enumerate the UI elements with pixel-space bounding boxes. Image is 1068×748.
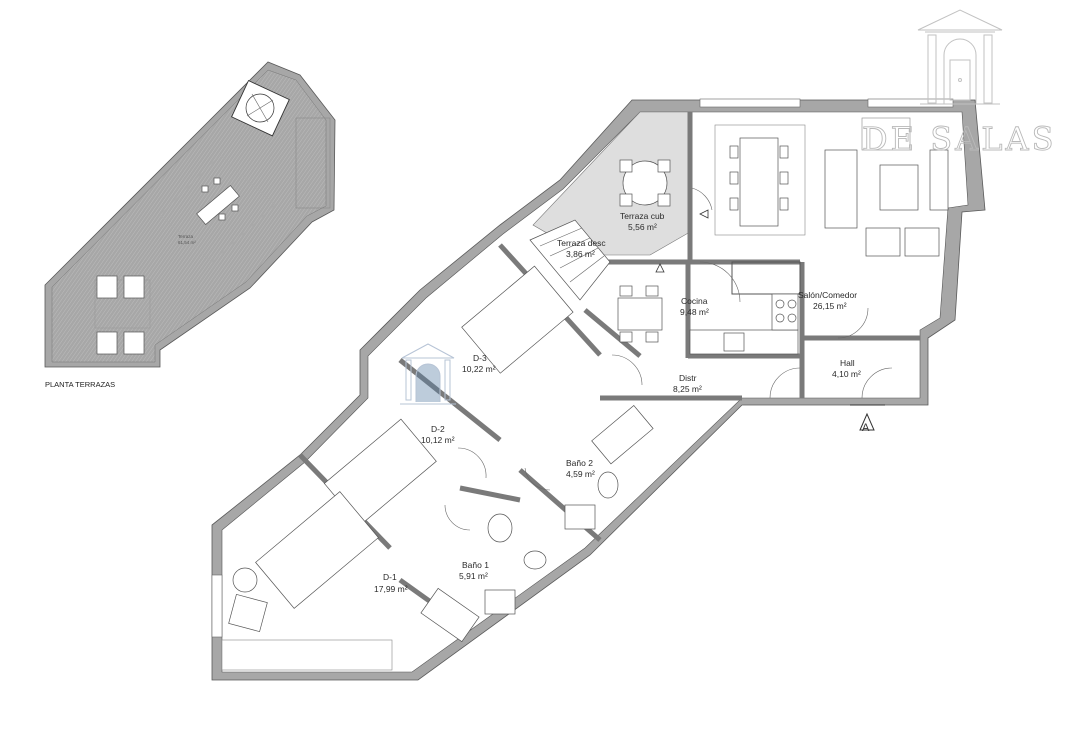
dining-table [714, 124, 806, 236]
bed-d1 [221, 491, 393, 671]
room-area-distr: 8,25 m² [673, 384, 702, 394]
door-arrow-icon [699, 209, 709, 219]
room-name-terraza-desc: Terraza desc [557, 238, 606, 248]
room-name-d2: D-2 [431, 424, 445, 434]
terrace-rug [159, 154, 276, 263]
room-name-terraza-cub: Terraza cub [620, 211, 665, 221]
kitchen-table [617, 285, 663, 343]
room-name-bano1: Baño 1 [462, 560, 489, 570]
room-name-cocina: Cocina [681, 296, 708, 306]
spiral-stair [231, 79, 290, 137]
room-area-hall: 4,10 m² [832, 369, 861, 379]
terrace-floor [51, 69, 327, 363]
windows [211, 98, 954, 638]
terrace-plan: Terraza 61,54 m² PLANTA TERRAZAS [44, 61, 336, 389]
bathroom-fixtures [420, 405, 654, 643]
terrace-dining-table [196, 177, 240, 225]
room-area-cocina: 9,48 m² [680, 307, 709, 317]
entrance-label: A [862, 422, 870, 434]
room-labels: Terraza cub 5,56 m² Terraza desc 3,86 m²… [374, 211, 861, 594]
stair-arrow-icon [655, 263, 665, 273]
bed-d3 [461, 265, 574, 374]
room-area-bano2: 4,59 m² [566, 469, 595, 479]
main-plan: A [211, 98, 986, 681]
room-area-bano1: 5,91 m² [459, 571, 488, 581]
room-name-distr: Distr [679, 373, 697, 383]
brand-logo: DE SALAS [862, 9, 1057, 158]
entrance-marker: A [850, 404, 885, 434]
terrace-plan-caption: PLANTA TERRAZAS [45, 380, 115, 389]
terrace-room-name: Terraza [178, 234, 194, 239]
balcony-rail [295, 117, 331, 209]
room-name-d1: D-1 [383, 572, 397, 582]
room-area-salon: 26,15 m² [813, 301, 847, 311]
room-area-d1: 17,99 m² [374, 584, 408, 594]
stairs [529, 219, 611, 301]
room-name-salon: Salón/Comedor [798, 290, 857, 300]
room-name-bano2: Baño 2 [566, 458, 593, 468]
room-area-terraza-desc: 3,86 m² [566, 249, 595, 259]
room-name-d3: D-3 [473, 353, 487, 363]
room-area-d3: 10,22 m² [462, 364, 496, 374]
terrace-room-area: 61,54 m² [178, 240, 196, 245]
house-door-logo-icon [917, 9, 1003, 105]
center-logo-watermark [400, 343, 456, 405]
door-swings [444, 187, 893, 531]
kitchen-counter [689, 293, 799, 355]
room-area-d2: 10,12 m² [421, 435, 455, 445]
terrace-loungers [94, 275, 151, 355]
sofa-set [824, 117, 949, 257]
terrace-round-table [619, 159, 671, 207]
brand-name: DE SALAS [862, 120, 1057, 158]
room-name-hall: Hall [840, 358, 855, 368]
room-area-terraza-cub: 5,56 m² [628, 222, 657, 232]
